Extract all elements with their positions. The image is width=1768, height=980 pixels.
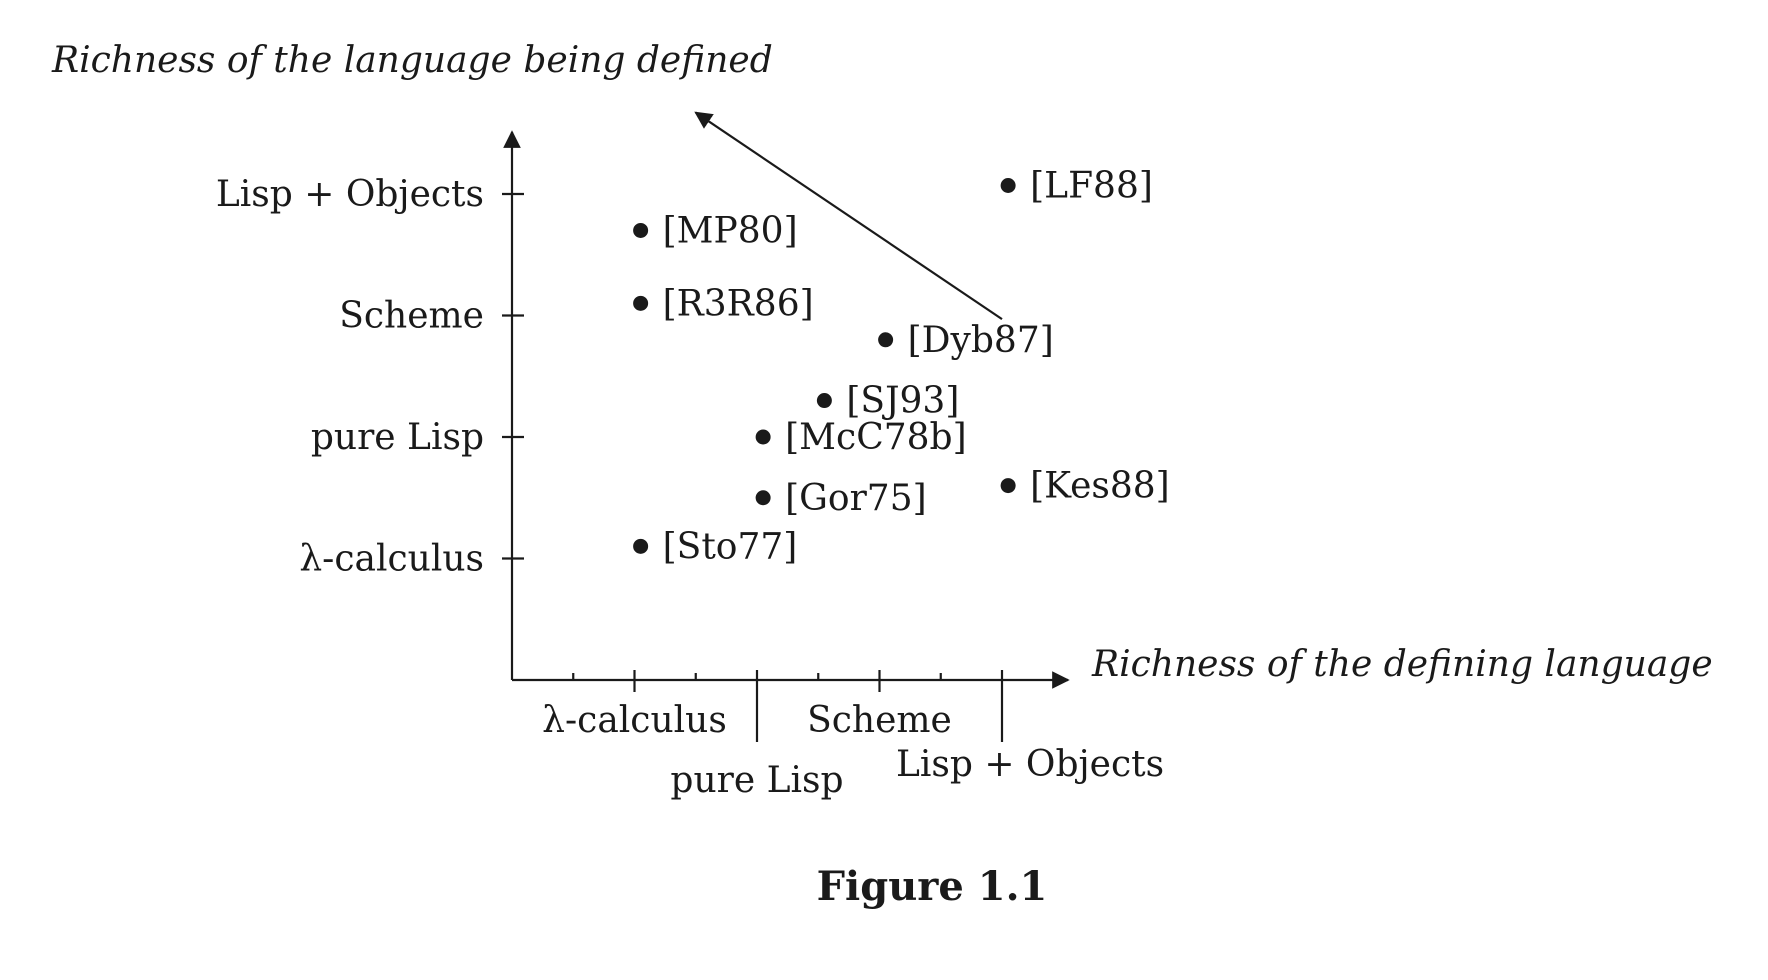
trend-arrow: [694, 111, 1003, 321]
y-tick-label: pure Lisp: [311, 417, 484, 458]
figure-caption: Figure 1.1: [817, 863, 1048, 910]
data-point: [1000, 177, 1016, 193]
data-point-label: [Sto77]: [663, 526, 798, 567]
data-point-label: [Dyb87]: [908, 320, 1054, 361]
data-point: [633, 295, 649, 311]
data-point: [878, 332, 894, 348]
data-point-label: [MP80]: [663, 210, 798, 251]
data-point-label: [LF88]: [1030, 165, 1153, 206]
y-tick-label: Scheme: [339, 296, 484, 337]
y-axis-title: Richness of the language being defined: [51, 40, 773, 81]
data-point-label: [SJ93]: [846, 381, 959, 422]
data-point-label: [McC78b]: [785, 417, 967, 458]
data-point-label: [Gor75]: [785, 478, 927, 519]
y-axis-ticks: λ-calculus pure Lisp Scheme Lisp + Objects: [216, 174, 524, 580]
data-point-label: [R3R86]: [663, 283, 814, 324]
data-points: [LF88] [MP80] [R3R86] [Dyb87] [SJ93][McC78b]…: [633, 165, 1170, 567]
x-axis-title: Richness of the defining language: [1091, 644, 1713, 685]
data-point: [755, 490, 771, 506]
data-point: [1000, 478, 1016, 494]
y-tick-label: Lisp + Objects: [216, 174, 484, 215]
data-point: [816, 393, 832, 409]
x-tick-label: pure Lisp: [670, 760, 843, 801]
data-point: [633, 222, 649, 238]
x-tick-label: Lisp + Objects: [896, 744, 1164, 785]
data-point: [633, 538, 649, 554]
x-tick-label: Scheme: [807, 700, 952, 741]
data-point-label: [Kes88]: [1030, 466, 1170, 507]
data-point: [755, 429, 771, 445]
x-tick-label: λ-calculus: [542, 700, 727, 741]
y-tick-label: λ-calculus: [299, 539, 484, 580]
